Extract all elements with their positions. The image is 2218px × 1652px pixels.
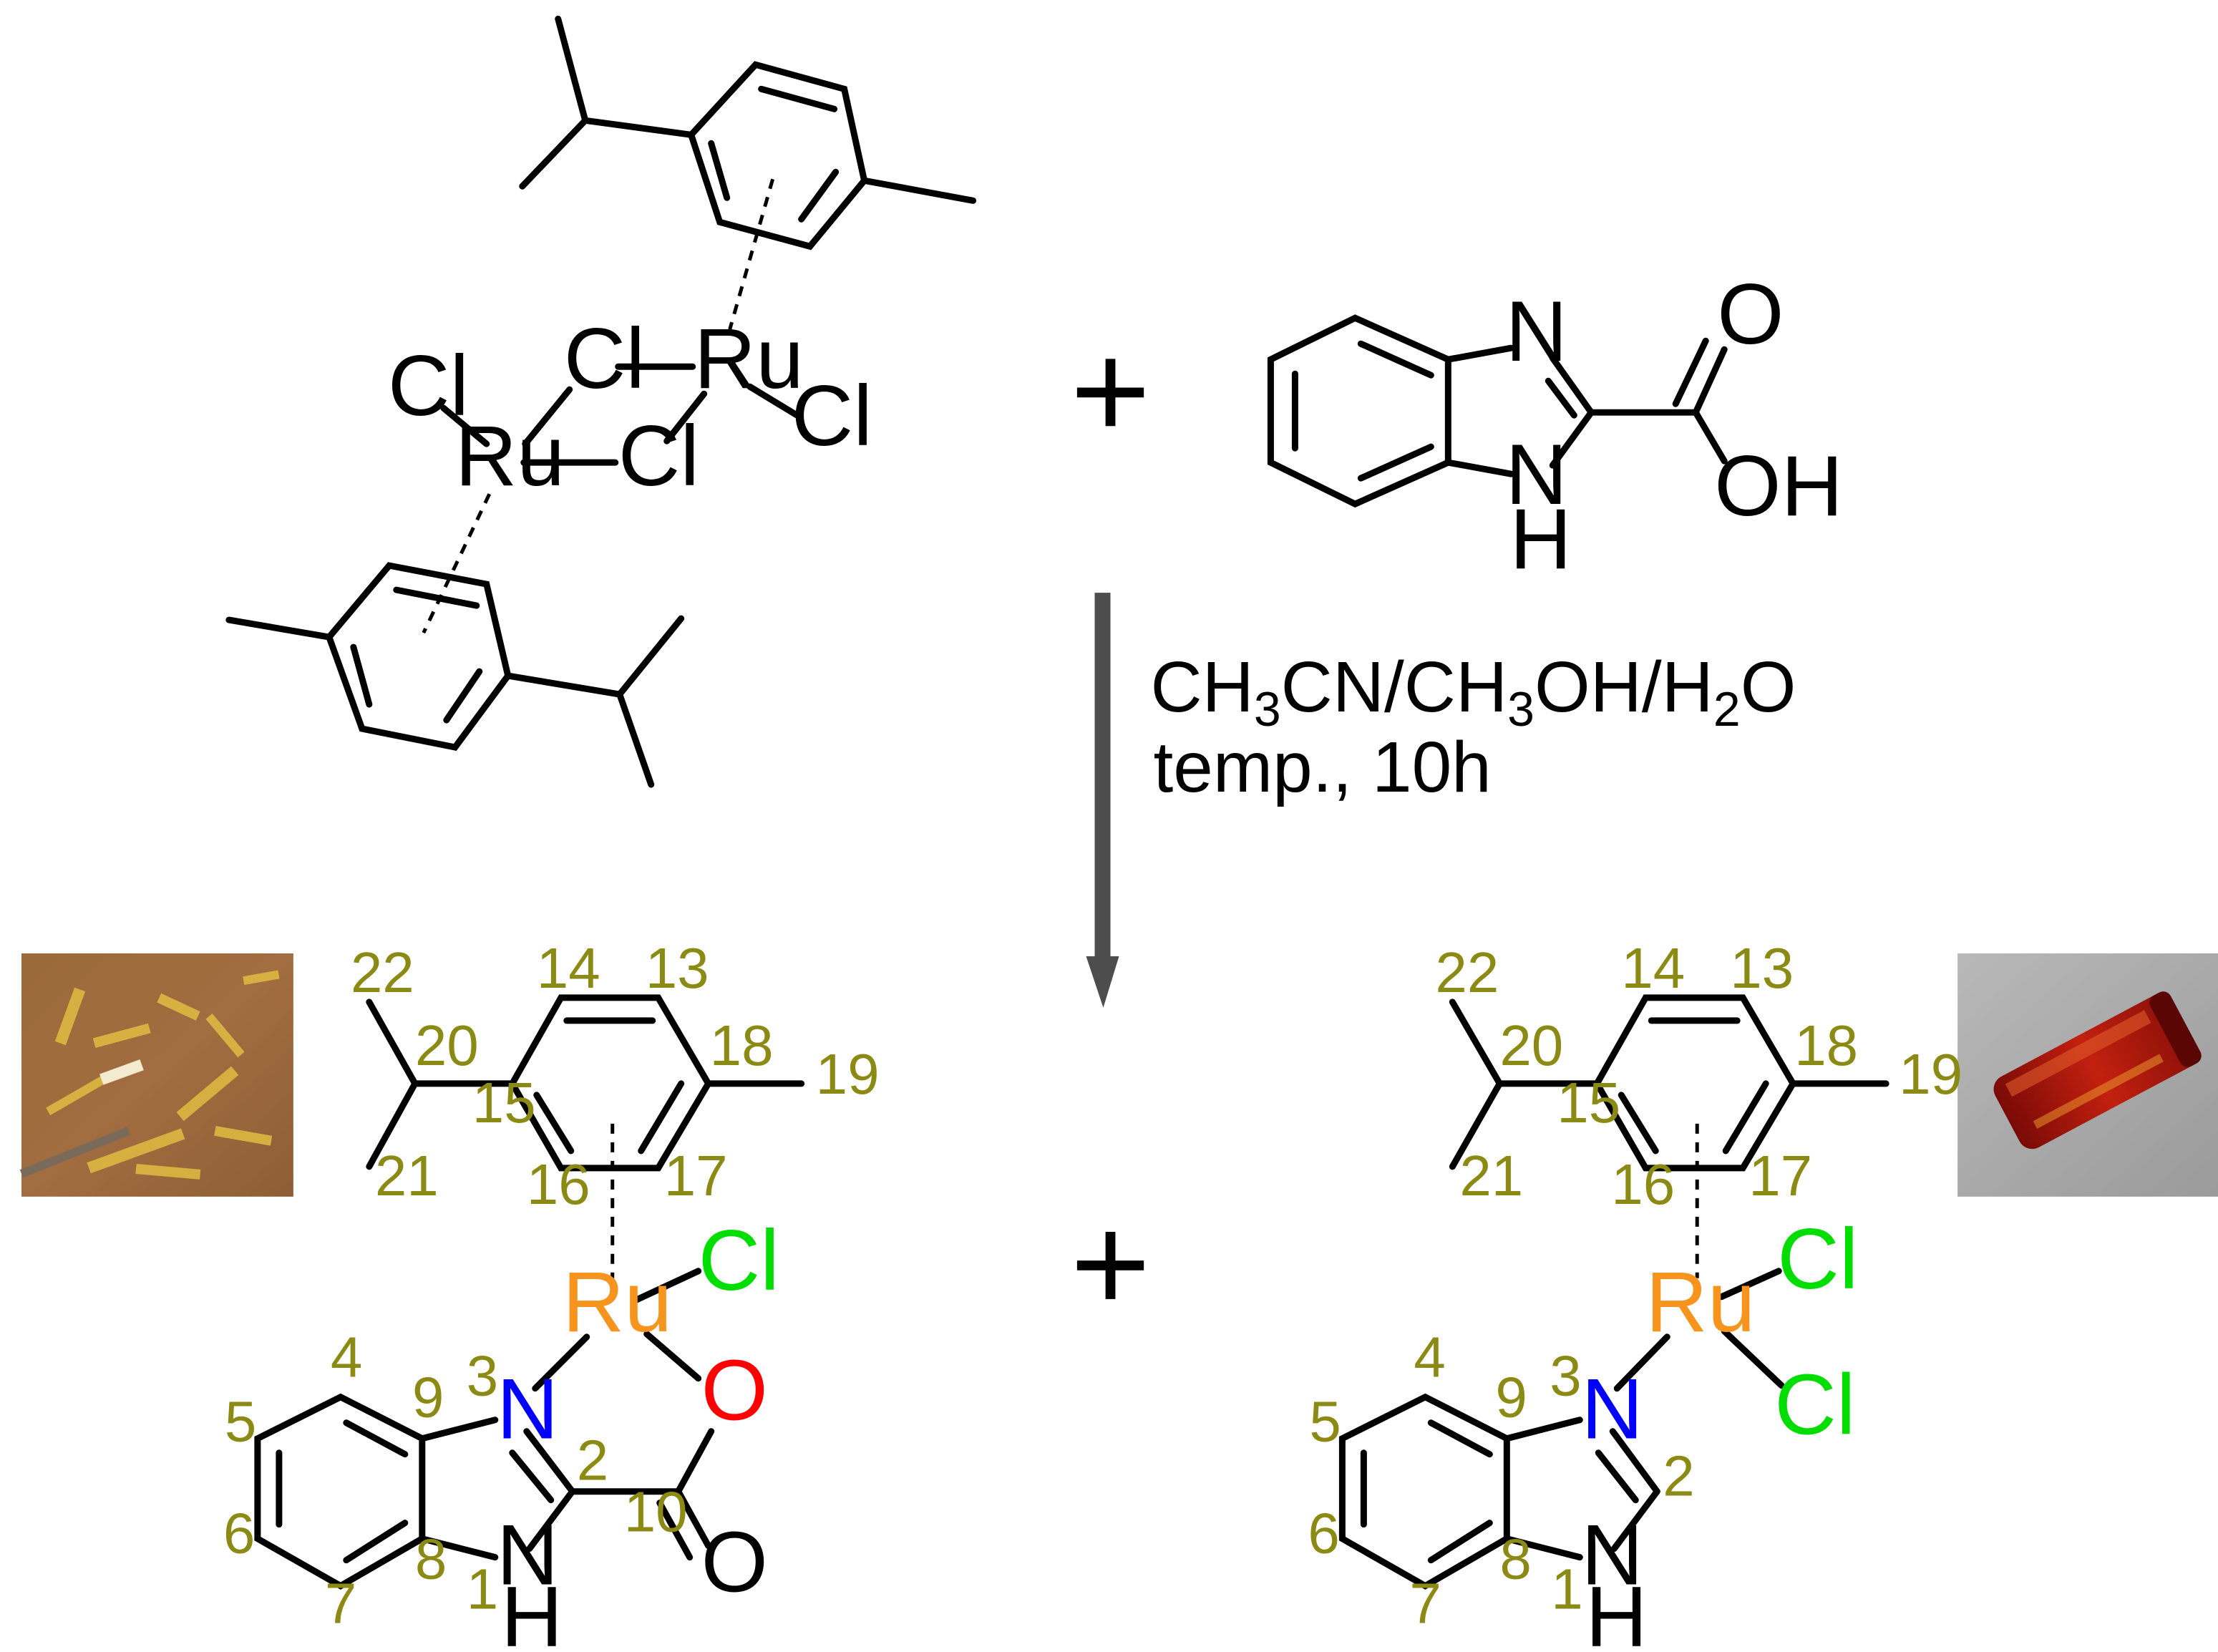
ru-label: Ru bbox=[563, 1254, 672, 1350]
atom-number: 19 bbox=[816, 1042, 880, 1106]
atom-number: 22 bbox=[1435, 941, 1499, 1004]
reaction-arrow bbox=[1086, 593, 1119, 1008]
cl-label: Cl bbox=[1777, 1211, 1858, 1307]
n3-label: N bbox=[1581, 1361, 1643, 1457]
cl-label: Cl bbox=[1774, 1357, 1855, 1453]
plus-sign-top: + bbox=[1071, 314, 1151, 467]
dimer-cl-label: Cl bbox=[388, 338, 469, 434]
atom-number: 5 bbox=[225, 1390, 256, 1454]
atom-number: 1 bbox=[467, 1558, 498, 1621]
dimer-cl-label: Cl bbox=[792, 368, 872, 464]
solvent-conditions: CH3CN/CH3OH/H2O bbox=[1150, 648, 1796, 737]
ligand-nh-label: N bbox=[1505, 427, 1567, 523]
n1-label: N bbox=[1581, 1507, 1643, 1603]
atom-number: 14 bbox=[1621, 936, 1685, 1000]
plus-sign-bottom: + bbox=[1071, 1187, 1151, 1341]
temperature-time-conditions: temp., 10h bbox=[1153, 728, 1491, 807]
yellow-needle-crystals-photo bbox=[19, 953, 293, 1197]
atom-number: 4 bbox=[1414, 1326, 1445, 1389]
atom-number: 7 bbox=[325, 1572, 356, 1636]
h-label: H bbox=[1585, 1569, 1648, 1652]
dimer-cl-label: Cl bbox=[618, 408, 699, 504]
atom-number: 1 bbox=[1551, 1558, 1582, 1621]
atom-number: 22 bbox=[351, 941, 414, 1004]
atom-number: 2 bbox=[577, 1429, 608, 1492]
atom-number: 20 bbox=[415, 1014, 479, 1077]
ligand-o-label: O bbox=[1717, 266, 1784, 362]
ligand-n-label: N bbox=[1505, 283, 1567, 379]
atom-number: 7 bbox=[1409, 1572, 1441, 1636]
h-label: H bbox=[501, 1569, 563, 1652]
ligand-oh-label: OH bbox=[1714, 438, 1843, 534]
product-right-complex: Ru Cl Cl N N H 22 14 13 20 18 19 15 21 1… bbox=[1308, 936, 1962, 1652]
atom-number: 20 bbox=[1499, 1014, 1563, 1077]
atom-number: 15 bbox=[472, 1071, 536, 1134]
atom-number: 15 bbox=[1557, 1071, 1620, 1134]
atom-number: 16 bbox=[527, 1152, 590, 1216]
atom-number: 21 bbox=[1459, 1144, 1523, 1208]
atom-number: 17 bbox=[1748, 1144, 1812, 1208]
ring-oxygen-label: O bbox=[701, 1343, 768, 1439]
atom-number: 14 bbox=[537, 936, 600, 1000]
cl-label: Cl bbox=[699, 1213, 779, 1308]
atom-number: 6 bbox=[223, 1502, 255, 1565]
dimer-ru-label: Ru bbox=[694, 311, 804, 407]
benzimidazole-carboxylic-acid: N O N H OH bbox=[1267, 266, 1843, 587]
atom-number: 8 bbox=[1499, 1527, 1531, 1591]
atom-number: 17 bbox=[664, 1144, 728, 1208]
atom-number: 10 bbox=[624, 1480, 688, 1544]
atom-number: 2 bbox=[1663, 1444, 1694, 1508]
ligand-h-label: H bbox=[1509, 491, 1572, 587]
atom-number: 3 bbox=[1550, 1344, 1581, 1408]
atom-number: 21 bbox=[375, 1144, 439, 1208]
carbonyl-oxygen-label: O bbox=[701, 1515, 768, 1610]
atom-number: 8 bbox=[415, 1527, 447, 1591]
n1-label: N bbox=[497, 1507, 559, 1603]
dimer-ru-label: Ru bbox=[455, 408, 565, 504]
ru-label: Ru bbox=[1645, 1254, 1755, 1350]
atom-number: 9 bbox=[412, 1366, 444, 1429]
atom-number: 16 bbox=[1611, 1152, 1675, 1216]
atom-number: 4 bbox=[331, 1326, 362, 1389]
atom-number: 18 bbox=[1794, 1014, 1858, 1077]
atom-number: 9 bbox=[1495, 1366, 1527, 1429]
atom-number: 3 bbox=[467, 1344, 498, 1408]
red-prism-crystal-photo bbox=[1957, 953, 2218, 1197]
atom-number: 13 bbox=[1730, 936, 1794, 1000]
atom-number: 19 bbox=[1899, 1042, 1962, 1106]
atom-number: 5 bbox=[1309, 1390, 1341, 1454]
n3-label: N bbox=[497, 1361, 559, 1457]
product-left-chelate: Ru Cl N N H O O 22 14 13 20 18 19 15 21 … bbox=[223, 936, 880, 1652]
atom-number: 13 bbox=[646, 936, 709, 1000]
ruthenium-cymene-dimer: Cl Cl Ru Cl Ru Cl bbox=[225, 15, 977, 788]
dimer-cl-label: Cl bbox=[564, 311, 645, 407]
atom-number: 18 bbox=[710, 1014, 774, 1077]
atom-number: 6 bbox=[1308, 1502, 1339, 1565]
